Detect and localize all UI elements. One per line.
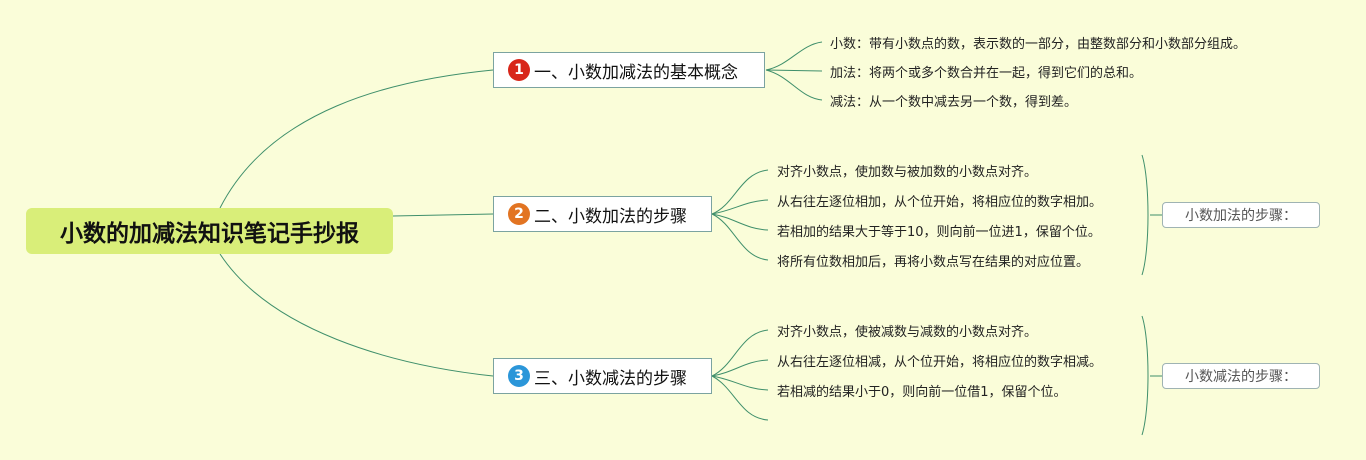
summary-subtraction-steps[interactable]: 小数减法的步骤： — [1162, 363, 1320, 389]
topic-title: 二、小数加法的步骤 — [534, 206, 687, 227]
root-node[interactable]: 小数的加减法知识笔记手抄报 — [26, 208, 393, 254]
leaf-subtraction-definition[interactable]: 减法：从一个数中减去另一个数，得到差。 — [830, 95, 1078, 110]
leaf-addition-step-3[interactable]: 若相加的结果大于等于10，则向前一位进1，保留个位。 — [777, 225, 1101, 240]
leaf-subtraction-step-1[interactable]: 对齐小数点，使被减数与减数的小数点对齐。 — [777, 325, 1038, 340]
topic-basic-concepts[interactable]: 1 一、小数加减法的基本概念 — [493, 52, 765, 88]
number-badge-2: 2 — [508, 203, 530, 225]
number-badge-1: 1 — [508, 59, 530, 81]
root-title: 小数的加减法知识笔记手抄报 — [60, 221, 359, 247]
leaf-addition-definition[interactable]: 加法：将两个或多个数合并在一起，得到它们的总和。 — [830, 66, 1143, 81]
topic-title: 三、小数减法的步骤 — [534, 368, 687, 389]
summary-addition-steps[interactable]: 小数加法的步骤： — [1162, 202, 1320, 228]
topic-addition-steps[interactable]: 2 二、小数加法的步骤 — [493, 196, 712, 232]
number-badge-3: 3 — [508, 365, 530, 387]
leaf-decimal-definition[interactable]: 小数：带有小数点的数，表示数的一部分，由整数部分和小数部分组成。 — [830, 37, 1247, 52]
leaf-addition-step-2[interactable]: 从右往左逐位相加，从个位开始，将相应位的数字相加。 — [777, 195, 1103, 210]
leaf-subtraction-step-3[interactable]: 若相减的结果小于0，则向前一位借1，保留个位。 — [777, 385, 1067, 400]
topic-title: 一、小数加减法的基本概念 — [534, 62, 738, 83]
leaf-addition-step-1[interactable]: 对齐小数点，使加数与被加数的小数点对齐。 — [777, 165, 1038, 180]
leaf-addition-step-4[interactable]: 将所有位数相加后，再将小数点写在结果的对应位置。 — [777, 255, 1090, 270]
leaf-subtraction-step-2[interactable]: 从右往左逐位相减，从个位开始，将相应位的数字相减。 — [777, 355, 1103, 370]
topic-subtraction-steps[interactable]: 3 三、小数减法的步骤 — [493, 358, 712, 394]
